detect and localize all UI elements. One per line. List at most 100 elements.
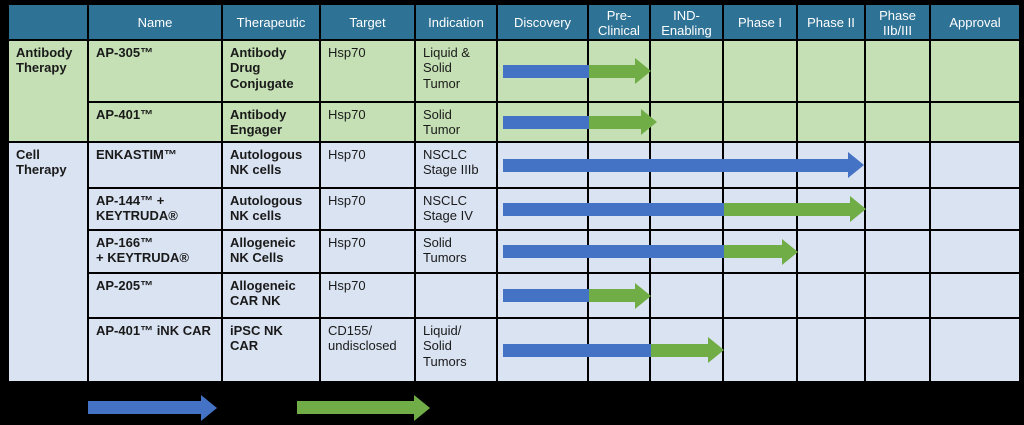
cell-name: AP-205™	[89, 274, 221, 317]
header-cell-therapeutic: Therapeutic	[223, 5, 319, 39]
cell-indication: Liquid/ Solid Tumors	[416, 319, 496, 381]
phase-cell	[724, 274, 796, 317]
phase-cell	[498, 274, 587, 317]
phase-cell	[798, 189, 864, 229]
phase-cell	[866, 189, 929, 229]
phase-cell	[589, 189, 649, 229]
phase-cell	[589, 274, 649, 317]
cell-indication: NSCLC Stage IIIb	[416, 143, 496, 187]
header-cell-target: Target	[321, 5, 414, 39]
legend-arrow-green-bar	[297, 401, 414, 414]
phase-cell	[866, 143, 929, 187]
pipeline-table: Name Therapeutic Target Indication Disco…	[7, 3, 1021, 383]
phase-cell	[651, 189, 722, 229]
cell-therapeutic: Antibody Drug Conjugate	[223, 41, 319, 101]
cell-target: Hsp70	[321, 143, 414, 187]
cell-name: AP-401™	[89, 103, 221, 141]
cell-therapeutic: Autologous NK cells	[223, 189, 319, 229]
legend-arrow-green	[297, 395, 430, 421]
cell-name: AP-305™	[89, 41, 221, 101]
phase-cell	[651, 103, 722, 141]
phase-cell	[651, 274, 722, 317]
cell-target: Hsp70	[321, 231, 414, 272]
phase-cell	[589, 231, 649, 272]
phase-cell	[498, 143, 587, 187]
phase-cell	[798, 103, 864, 141]
cell-name: AP-166™ + KEYTRUDA®	[89, 231, 221, 272]
phase-cell	[931, 319, 1019, 381]
phase-cell	[931, 41, 1019, 101]
cell-name: ENKASTIM™	[89, 143, 221, 187]
legend-arrow-green-head	[414, 395, 430, 421]
phase-cell	[498, 41, 587, 101]
cell-target: Hsp70	[321, 189, 414, 229]
cell-name: AP-144™ + KEYTRUDA®	[89, 189, 221, 229]
phase-cell	[798, 143, 864, 187]
header-cell-group	[9, 5, 87, 39]
legend-arrow-blue	[88, 395, 217, 421]
header-cell-pre-clinical: Pre- Clinical	[589, 5, 649, 39]
cell-therapeutic: Autologous NK cells	[223, 143, 319, 187]
cell-therapeutic: iPSC NK CAR	[223, 319, 319, 381]
legend-arrow-blue-head	[201, 395, 217, 421]
header-cell-discovery: Discovery	[498, 5, 587, 39]
cell-indication	[416, 274, 496, 317]
cell-indication: NSCLC Stage IV	[416, 189, 496, 229]
phase-cell	[724, 41, 796, 101]
phase-cell	[798, 231, 864, 272]
cell-name: AP-401™ iNK CAR	[89, 319, 221, 381]
header-cell-phase-2b3: Phase IIb/III	[866, 5, 929, 39]
phase-cell	[589, 143, 649, 187]
row-group-antibody-therapy: Antibody Therapy	[9, 41, 87, 141]
phase-cell	[724, 231, 796, 272]
phase-cell	[931, 103, 1019, 141]
cell-indication: Solid Tumor	[416, 103, 496, 141]
cell-indication: Solid Tumors	[416, 231, 496, 272]
phase-cell	[724, 319, 796, 381]
phase-cell	[866, 319, 929, 381]
cell-therapeutic: Antibody Engager	[223, 103, 319, 141]
cell-indication: Liquid & Solid Tumor	[416, 41, 496, 101]
header-cell-phase-1: Phase I	[724, 5, 796, 39]
cell-therapeutic: Allogeneic CAR NK	[223, 274, 319, 317]
pipeline-table-wrap: Name Therapeutic Target Indication Disco…	[7, 3, 1021, 383]
phase-cell	[651, 231, 722, 272]
header-cell-phase-2: Phase II	[798, 5, 864, 39]
phase-cell	[498, 319, 587, 381]
phase-cell	[589, 41, 649, 101]
cell-target: Hsp70	[321, 274, 414, 317]
phase-cell	[866, 274, 929, 317]
phase-cell	[931, 189, 1019, 229]
phase-cell	[931, 231, 1019, 272]
phase-cell	[498, 231, 587, 272]
phase-cell	[651, 41, 722, 101]
phase-cell	[866, 41, 929, 101]
header-cell-approval: Approval	[931, 5, 1019, 39]
phase-cell	[724, 143, 796, 187]
row-group-cell-therapy: Cell Therapy	[9, 143, 87, 381]
legend	[0, 382, 1024, 425]
cell-target: Hsp70	[321, 41, 414, 101]
cell-target: CD155/ undisclosed	[321, 319, 414, 381]
phase-cell	[498, 189, 587, 229]
cell-therapeutic: Allogeneic NK Cells	[223, 231, 319, 272]
phase-cell	[798, 41, 864, 101]
phase-cell	[498, 103, 587, 141]
phase-cell	[866, 231, 929, 272]
phase-cell	[651, 319, 722, 381]
legend-arrow-blue-bar	[88, 401, 201, 414]
phase-cell	[931, 274, 1019, 317]
phase-cell	[589, 103, 649, 141]
phase-cell	[798, 274, 864, 317]
header-cell-indication: Indication	[416, 5, 496, 39]
phase-cell	[931, 143, 1019, 187]
phase-cell	[724, 189, 796, 229]
header-cell-name: Name	[89, 5, 221, 39]
cell-target: Hsp70	[321, 103, 414, 141]
phase-cell	[866, 103, 929, 141]
phase-cell	[651, 143, 722, 187]
header-cell-ind-enabling: IND- Enabling	[651, 5, 722, 39]
phase-cell	[798, 319, 864, 381]
phase-cell	[589, 319, 649, 381]
phase-cell	[724, 103, 796, 141]
